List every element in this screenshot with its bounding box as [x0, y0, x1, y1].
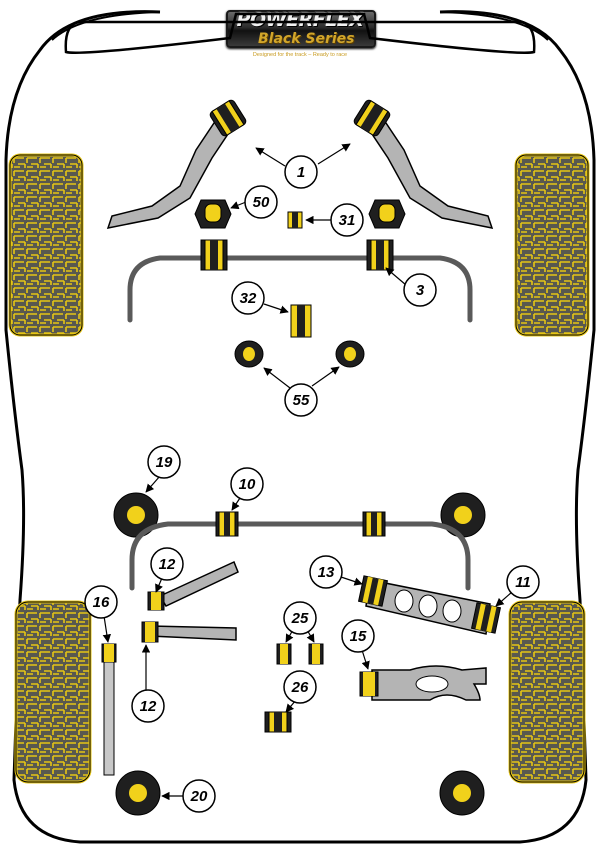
front-wishbone-left: [106, 119, 234, 229]
bush-12-lower: [141, 621, 159, 643]
bush-1-left: [209, 99, 247, 137]
callout-12-lower: 12: [131, 689, 165, 723]
brand-series: Black Series: [258, 31, 355, 47]
callout-3: 3: [403, 273, 437, 307]
tyre-front-right: [514, 153, 590, 337]
bush-10-right: [362, 511, 386, 537]
rear-link-12-lower: [149, 625, 237, 641]
leader-13: [337, 575, 363, 586]
car-body-outline: [51, 11, 549, 41]
callout-50-label: 50: [253, 194, 270, 211]
callout-12-upper-label: 12: [159, 556, 176, 573]
leader-50: [230, 201, 247, 210]
subframe-mount-19-left: [113, 492, 159, 538]
bush-12-upper: [147, 591, 165, 611]
callout-32-label: 32: [240, 290, 257, 307]
callout-1: 1: [284, 155, 318, 189]
leader-55-left: [263, 367, 291, 389]
callout-19-label: 19: [156, 454, 173, 471]
callout-12-upper: 12: [150, 547, 184, 581]
bush-3-right: [366, 239, 394, 271]
callout-25: 25: [283, 601, 317, 635]
bush-25-left: [276, 643, 292, 665]
leader-12-upper: [155, 577, 163, 593]
leader-15: [361, 649, 370, 670]
callout-55: 55: [284, 383, 318, 417]
bush-10-left: [215, 511, 239, 537]
callout-1-label: 1: [297, 164, 305, 181]
rear-anti-roll-bar: [129, 521, 471, 591]
bush-11: [470, 602, 502, 634]
subframe-mount-19-right: [440, 492, 486, 538]
front-anti-roll-bar: [127, 255, 473, 323]
brand-tagline: Designed for the track – Ready to race: [252, 52, 348, 58]
damper-16: [101, 643, 117, 776]
callout-15-label: 15: [350, 628, 367, 645]
leader-55-right: [311, 366, 340, 387]
callout-13: 13: [309, 555, 343, 589]
leader-32: [263, 303, 289, 314]
bush-1-right: [353, 99, 391, 137]
bush-26: [264, 711, 292, 733]
callout-15: 15: [341, 619, 375, 653]
subframe-mount-20-left: [115, 770, 161, 816]
top-mount-50-right: [368, 199, 406, 229]
callout-3-label: 3: [416, 282, 425, 299]
callout-12-lower-label: 12: [140, 698, 157, 715]
callout-16: 16: [84, 585, 118, 619]
leader-1-left: [255, 147, 286, 167]
callout-11: 11: [506, 565, 540, 599]
front-wishbone-right: [366, 119, 494, 229]
tyre-rear-right: [508, 600, 586, 784]
callout-31: 31: [330, 203, 364, 237]
leader-arrows: [102, 143, 513, 801]
bush-13: [357, 575, 389, 607]
callout-13-label: 13: [318, 564, 335, 581]
bush-25-right: [308, 643, 324, 665]
arm-15-hole: [415, 675, 449, 693]
callout-20-label: 20: [190, 788, 208, 805]
callout-50: 50: [244, 185, 278, 219]
mount-55-right: [335, 340, 365, 368]
callout-26: 26: [283, 670, 317, 704]
callout-10-label: 10: [239, 476, 256, 493]
leader-1-right: [317, 143, 351, 165]
bush-3-left: [200, 239, 228, 271]
bush-32: [290, 304, 312, 338]
leader-16: [102, 615, 112, 643]
tyre-front-left: [8, 153, 84, 337]
callout-11-label: 11: [515, 574, 531, 591]
callout-26-label: 26: [291, 679, 309, 696]
car-body-outline: [4, 10, 596, 844]
top-mount-50-left: [194, 199, 232, 229]
callout-32: 32: [231, 281, 265, 315]
logo-plate: [226, 10, 376, 48]
tyre-rear-left: [14, 600, 92, 784]
leader-3: [385, 267, 407, 286]
bush-15: [359, 671, 379, 697]
callout-55-label: 55: [293, 392, 310, 409]
callout-20: 20: [182, 779, 216, 813]
leader-19: [145, 475, 161, 493]
arm-holes: [394, 589, 462, 623]
callout-10: 10: [230, 467, 264, 501]
mount-55-left: [234, 340, 264, 368]
subframe-mount-20-right: [439, 770, 485, 816]
callout-31-label: 31: [339, 212, 356, 229]
callout-16-label: 16: [93, 594, 110, 611]
leader-11: [495, 591, 513, 607]
car-body-outline: [64, 12, 536, 54]
bush-31: [287, 211, 303, 229]
callout-25-label: 25: [291, 610, 309, 627]
leader-10: [231, 497, 241, 511]
callout-19: 19: [147, 445, 181, 479]
